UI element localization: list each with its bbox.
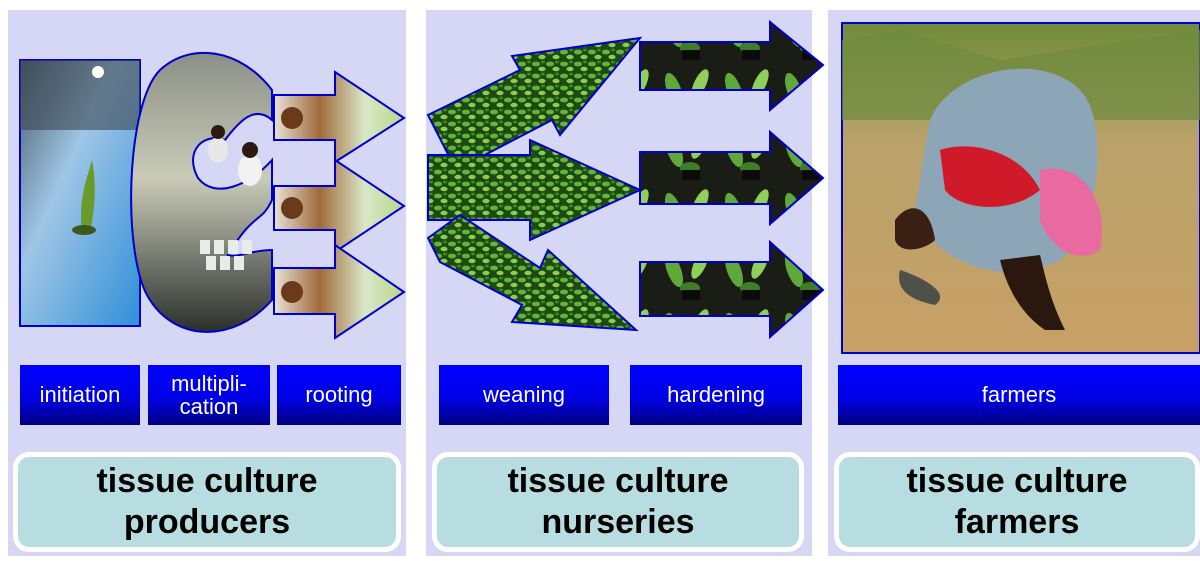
multiplication-image <box>131 53 272 332</box>
stage-initiation: initiation <box>20 365 140 425</box>
stage-farmers: farmers <box>838 365 1200 425</box>
stage-multiplication: multipli- cation <box>148 365 270 425</box>
caption-farmers-line2: farmers <box>906 502 1127 543</box>
caption-nurseries-line1: tissue culture <box>507 461 728 502</box>
caption-nurseries-line2: nurseries <box>507 502 728 543</box>
caption-producers-line1: tissue culture <box>96 461 317 502</box>
stage-rooting: rooting <box>277 365 401 425</box>
caption-producers-line2: producers <box>96 502 317 543</box>
stage-hardening: hardening <box>630 365 802 425</box>
hardening-arrows <box>640 22 823 337</box>
farmer-photo <box>842 23 1200 353</box>
caption-farmers-line1: tissue culture <box>906 461 1127 502</box>
stage-weaning: weaning <box>439 365 609 425</box>
weaning-arrows <box>428 38 640 330</box>
initiation-image <box>20 60 140 326</box>
